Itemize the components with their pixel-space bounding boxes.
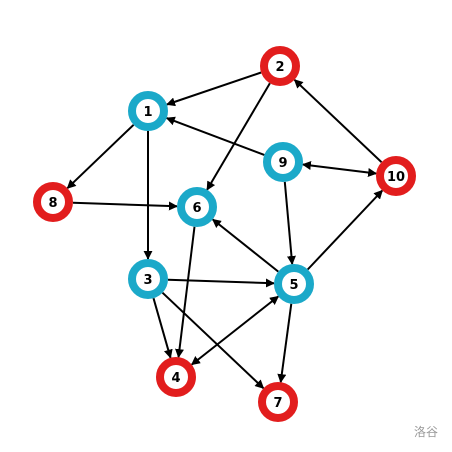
node-label-8: 8: [48, 196, 57, 211]
edge-9-to-1: [165, 116, 265, 156]
node-9: 9: [263, 142, 303, 182]
node-10: 10: [376, 156, 416, 196]
node-ring-1: [128, 91, 168, 131]
node-ring-8: [33, 182, 73, 222]
node-label-10: 10: [387, 170, 405, 185]
edge-2-to-1: [166, 71, 262, 107]
node-label-7: 7: [273, 396, 282, 411]
node-ring-2: [260, 46, 300, 86]
node-ring-6: [177, 187, 217, 227]
node-label-1: 1: [143, 105, 152, 120]
edge-8-to-6: [72, 201, 178, 211]
node-ring-5: [274, 264, 314, 304]
node-label-9: 9: [278, 156, 287, 171]
node-label-4: 4: [171, 371, 180, 386]
node-6: 6: [177, 187, 217, 227]
node-label-2: 2: [275, 60, 284, 75]
edge-5-to-7: [277, 303, 293, 384]
node-2: 2: [260, 46, 300, 86]
edge-9-to-5: [283, 181, 296, 265]
node-7: 7: [258, 382, 298, 422]
edge-5-to-6: [211, 218, 279, 273]
edge-3-to-5: [167, 278, 275, 288]
node-ring-10: [376, 156, 416, 196]
edge-5-to-4: [190, 295, 280, 366]
node-8: 8: [33, 182, 73, 222]
nodes-layer: 1 2 3 4 5 6 7 8 9 10: [33, 46, 416, 422]
node-4: 4: [156, 357, 196, 397]
node-5: 5: [274, 264, 314, 304]
node-label-5: 5: [289, 278, 298, 293]
edges-layer: [66, 71, 384, 390]
edge-9-to-10: [301, 161, 378, 177]
node-3: 3: [128, 259, 168, 299]
node-ring-4: [156, 357, 196, 397]
edge-5-to-10: [306, 189, 384, 271]
node-1: 1: [128, 91, 168, 131]
edge-10-to-2: [293, 79, 383, 163]
edge-3-to-4: [152, 297, 173, 359]
edge-2-to-6: [206, 82, 271, 191]
node-ring-9: [263, 142, 303, 182]
node-ring-3: [128, 259, 168, 299]
watermark-text: 洛谷: [413, 425, 438, 439]
edge-1-to-8: [66, 124, 135, 189]
node-label-3: 3: [143, 273, 152, 288]
edge-6-to-4: [175, 226, 196, 359]
node-label-6: 6: [192, 201, 201, 216]
node-ring-7: [258, 382, 298, 422]
